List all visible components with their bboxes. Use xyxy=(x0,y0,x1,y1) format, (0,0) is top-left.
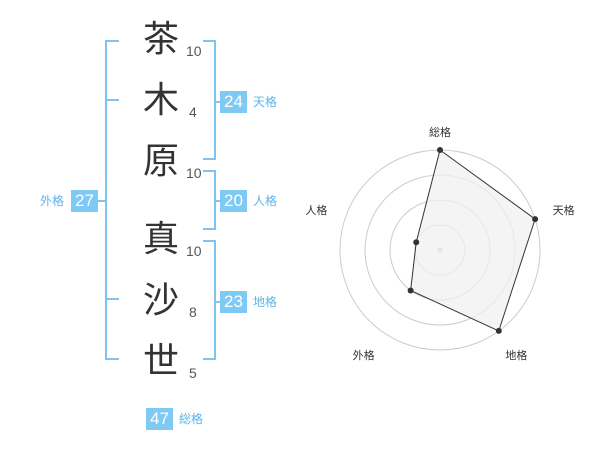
tenkaku-bracket-connector xyxy=(214,101,220,103)
radar-point-3 xyxy=(495,327,502,334)
name-character-3: 原 xyxy=(142,141,179,182)
name-character-5: 沙 xyxy=(142,280,179,321)
tenkaku-bracket-top xyxy=(203,40,216,42)
radar-axis-label-4: 外格 xyxy=(353,348,375,362)
jinkaku-label: 人格 xyxy=(253,194,278,208)
radar-point-4 xyxy=(407,287,414,294)
name-character-4: 真 xyxy=(142,219,179,260)
radar-axis-label-3: 地格 xyxy=(505,348,527,362)
gaikaku-bracket-connector xyxy=(98,200,106,202)
jinkaku-bracket-top xyxy=(203,170,216,172)
tenkaku-bracket-bottom xyxy=(203,158,216,160)
stroke-count-6: 5 xyxy=(189,365,197,381)
stroke-count-5: 8 xyxy=(189,304,197,320)
soukaku-label: 総格 xyxy=(179,412,204,426)
name-character-2: 木 xyxy=(142,80,179,121)
gaikaku-bracket-tick-2 xyxy=(105,298,119,300)
stroke-count-1: 10 xyxy=(186,43,202,59)
stroke-count-2: 4 xyxy=(189,104,197,120)
gaikaku-bracket-tick-1 xyxy=(105,99,119,101)
chikaku-bracket-bottom xyxy=(203,358,216,360)
jinkaku-bracket-bottom xyxy=(203,228,216,230)
radar-point-5 xyxy=(413,239,420,246)
chikaku-value-badge: 23 xyxy=(220,291,247,313)
gaikaku-bracket-vertical xyxy=(105,40,107,360)
chikaku-label: 地格 xyxy=(253,295,278,309)
gaikaku-bracket-top xyxy=(105,40,119,42)
gaikaku-bracket-bottom xyxy=(105,358,119,360)
gaikaku-label: 外格 xyxy=(40,194,65,208)
radar-axis-label-1: 総格 xyxy=(429,125,451,139)
name-character-1: 茶 xyxy=(142,19,179,60)
gaikaku-value-badge: 27 xyxy=(71,190,98,212)
tenkaku-bracket-vertical xyxy=(214,40,216,160)
radar-axis-label-5: 人格 xyxy=(305,203,327,217)
tenkaku-value-badge: 24 xyxy=(220,91,247,113)
chikaku-bracket-top xyxy=(203,240,216,242)
jinkaku-value-badge: 20 xyxy=(220,190,247,212)
radar-value-polygon xyxy=(410,149,536,332)
radar-axis-label-2: 天格 xyxy=(553,203,575,217)
radar-point-1 xyxy=(437,147,443,153)
jinkaku-bracket-connector xyxy=(214,200,220,202)
chikaku-bracket-vertical xyxy=(214,240,216,360)
soukaku-value-badge: 47 xyxy=(146,408,173,430)
radar-point-2 xyxy=(532,216,539,223)
chikaku-bracket-connector xyxy=(214,301,220,303)
tenkaku-label: 天格 xyxy=(253,95,278,109)
name-character-6: 世 xyxy=(142,341,179,382)
stroke-count-3: 10 xyxy=(186,165,202,181)
stroke-count-4: 10 xyxy=(186,243,202,259)
